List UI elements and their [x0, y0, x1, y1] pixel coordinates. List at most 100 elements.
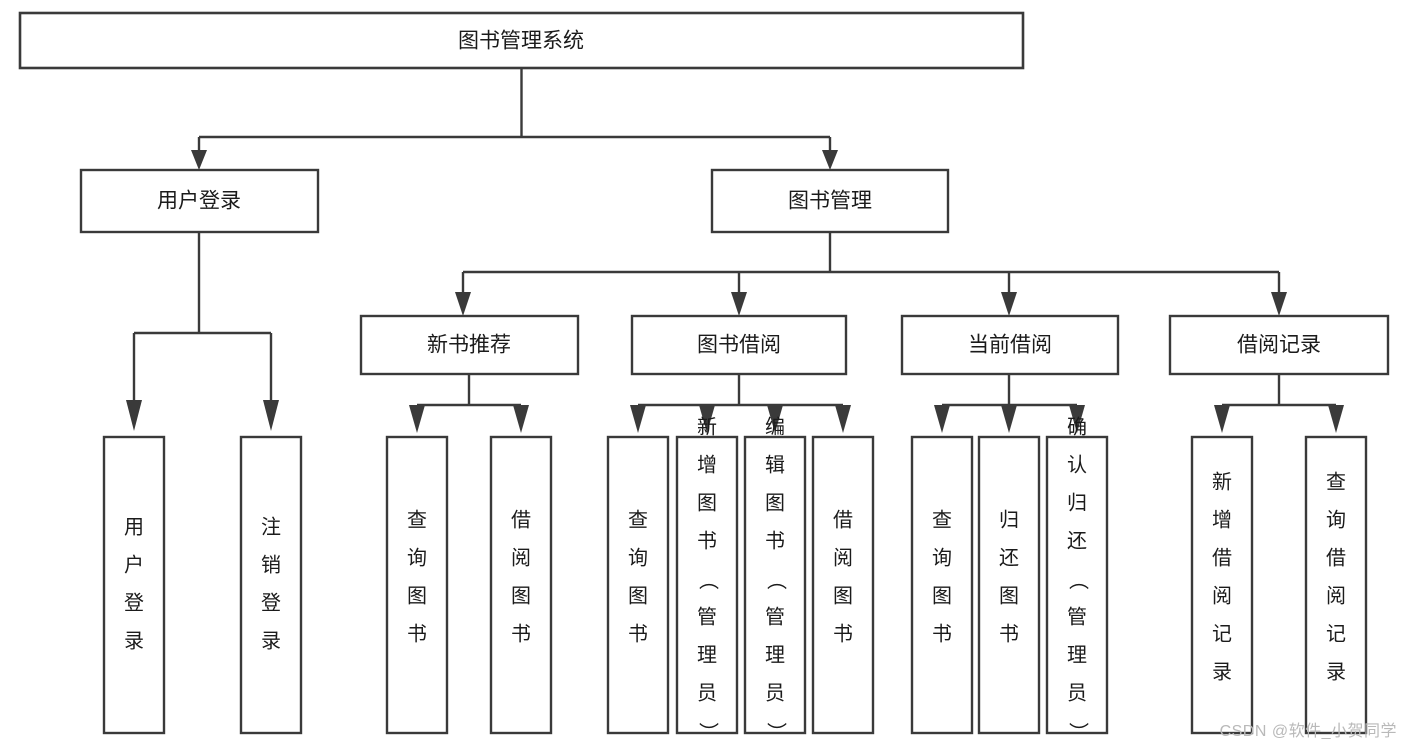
svg-text:图: 图 — [999, 585, 1019, 607]
svg-text:记: 记 — [1212, 622, 1232, 645]
leaf-user-login[interactable]: 用户登录 — [102, 435, 166, 735]
svg-text:管: 管 — [765, 605, 785, 628]
svg-text:图: 图 — [511, 585, 531, 607]
node-current-borrow[interactable]: 当前借阅 — [900, 314, 1120, 376]
leaf-query-book-3-box[interactable] — [910, 435, 974, 735]
svg-text:记: 记 — [1326, 622, 1346, 645]
node-book-borrow-box[interactable] — [630, 314, 848, 376]
svg-text:）: ） — [697, 722, 720, 742]
svg-text:查: 查 — [628, 508, 648, 531]
arrow-head-leaf-query-record — [1328, 405, 1344, 433]
node-current-borrow-label: 当前借阅 — [968, 334, 1052, 357]
svg-text:图: 图 — [932, 585, 952, 607]
node-book-borrow-label: 图书借阅 — [697, 334, 781, 357]
node-current-borrow-box[interactable] — [900, 314, 1120, 376]
svg-text:新: 新 — [697, 415, 717, 438]
svg-text:增: 增 — [697, 453, 717, 476]
svg-text:员: 员 — [697, 682, 717, 704]
svg-text:询: 询 — [1326, 508, 1346, 531]
svg-text:新: 新 — [1212, 470, 1232, 493]
arrow-head-leaf-query-book-1 — [409, 405, 425, 433]
svg-text:登: 登 — [124, 591, 144, 614]
svg-text:查: 查 — [932, 508, 952, 531]
node-new-book-recommend-label: 新书推荐 — [427, 334, 511, 357]
node-user-login[interactable]: 用户登录 — [79, 168, 320, 234]
node-book-manage-label: 图书管理 — [788, 190, 872, 213]
leaf-query-book-1-box[interactable] — [385, 435, 449, 735]
svg-text:阅: 阅 — [833, 546, 853, 569]
node-book-borrow[interactable]: 图书借阅 — [630, 314, 848, 376]
arrow-head-leaf-return-book — [1001, 405, 1017, 433]
svg-text:辑: 辑 — [765, 453, 785, 476]
svg-text:（: （ — [697, 570, 720, 590]
leaf-query-record-box[interactable] — [1304, 435, 1368, 735]
node-root[interactable]: 图书管理系统 — [18, 11, 1025, 70]
arrow-head-user-login — [191, 150, 207, 170]
leaf-user-login-box[interactable] — [102, 435, 166, 735]
svg-text:录: 录 — [1212, 661, 1232, 683]
svg-text:还: 还 — [1067, 529, 1087, 552]
arrow-head-leaf-query-book-2 — [630, 405, 646, 433]
svg-text:）: ） — [765, 722, 788, 742]
leaf-add-record-box[interactable] — [1190, 435, 1254, 735]
node-root-label: 图书管理系统 — [458, 30, 584, 53]
svg-text:阅: 阅 — [1212, 584, 1232, 607]
svg-text:归: 归 — [1067, 491, 1087, 514]
svg-text:阅: 阅 — [1326, 584, 1346, 607]
svg-text:员: 员 — [765, 682, 785, 704]
node-book-manage-box[interactable] — [710, 168, 950, 234]
svg-text:借: 借 — [1212, 546, 1232, 569]
node-new-book-recommend[interactable]: 新书推荐 — [359, 314, 580, 376]
node-new-book-recommend-box[interactable] — [359, 314, 580, 376]
node-book-manage[interactable]: 图书管理 — [710, 168, 950, 234]
svg-text:认: 认 — [1067, 453, 1087, 476]
svg-text:书: 书 — [511, 622, 531, 645]
leaf-query-book-2-box[interactable] — [606, 435, 670, 735]
leaf-confirm-return-box[interactable] — [1045, 435, 1109, 735]
leaf-borrow-book-1-box[interactable] — [489, 435, 553, 735]
arrow-head-leaf-add-record — [1214, 405, 1230, 433]
node-root-box[interactable] — [18, 11, 1025, 70]
svg-text:查: 查 — [407, 508, 427, 531]
svg-text:理: 理 — [765, 644, 785, 666]
leaf-edit-book-box[interactable] — [743, 435, 807, 735]
leaf-borrow-book-2-box[interactable] — [811, 435, 875, 735]
svg-text:理: 理 — [697, 644, 717, 666]
svg-text:确: 确 — [1067, 415, 1087, 438]
arrow-head-leaf-confirm-return — [1069, 405, 1085, 433]
svg-text:书: 书 — [407, 622, 427, 645]
svg-text:图: 图 — [628, 585, 648, 607]
arrow-head-book-manage — [822, 150, 838, 170]
node-borrow-record[interactable]: 借阅记录 — [1168, 314, 1390, 376]
svg-text:（: （ — [1067, 570, 1090, 590]
leaf-add-book-box[interactable] — [675, 435, 739, 735]
leaf-return-book-box[interactable] — [977, 435, 1041, 735]
svg-text:还: 还 — [999, 546, 1019, 569]
node-borrow-record-box[interactable] — [1168, 314, 1390, 376]
leaf-logout-login-box[interactable] — [239, 435, 303, 735]
svg-text:归: 归 — [999, 508, 1019, 531]
arrow-head-book-borrow — [731, 292, 747, 316]
svg-text:）: ） — [1067, 722, 1090, 742]
node-user-login-box[interactable] — [79, 168, 320, 234]
arrow-head-new-book-recommend — [455, 292, 471, 316]
